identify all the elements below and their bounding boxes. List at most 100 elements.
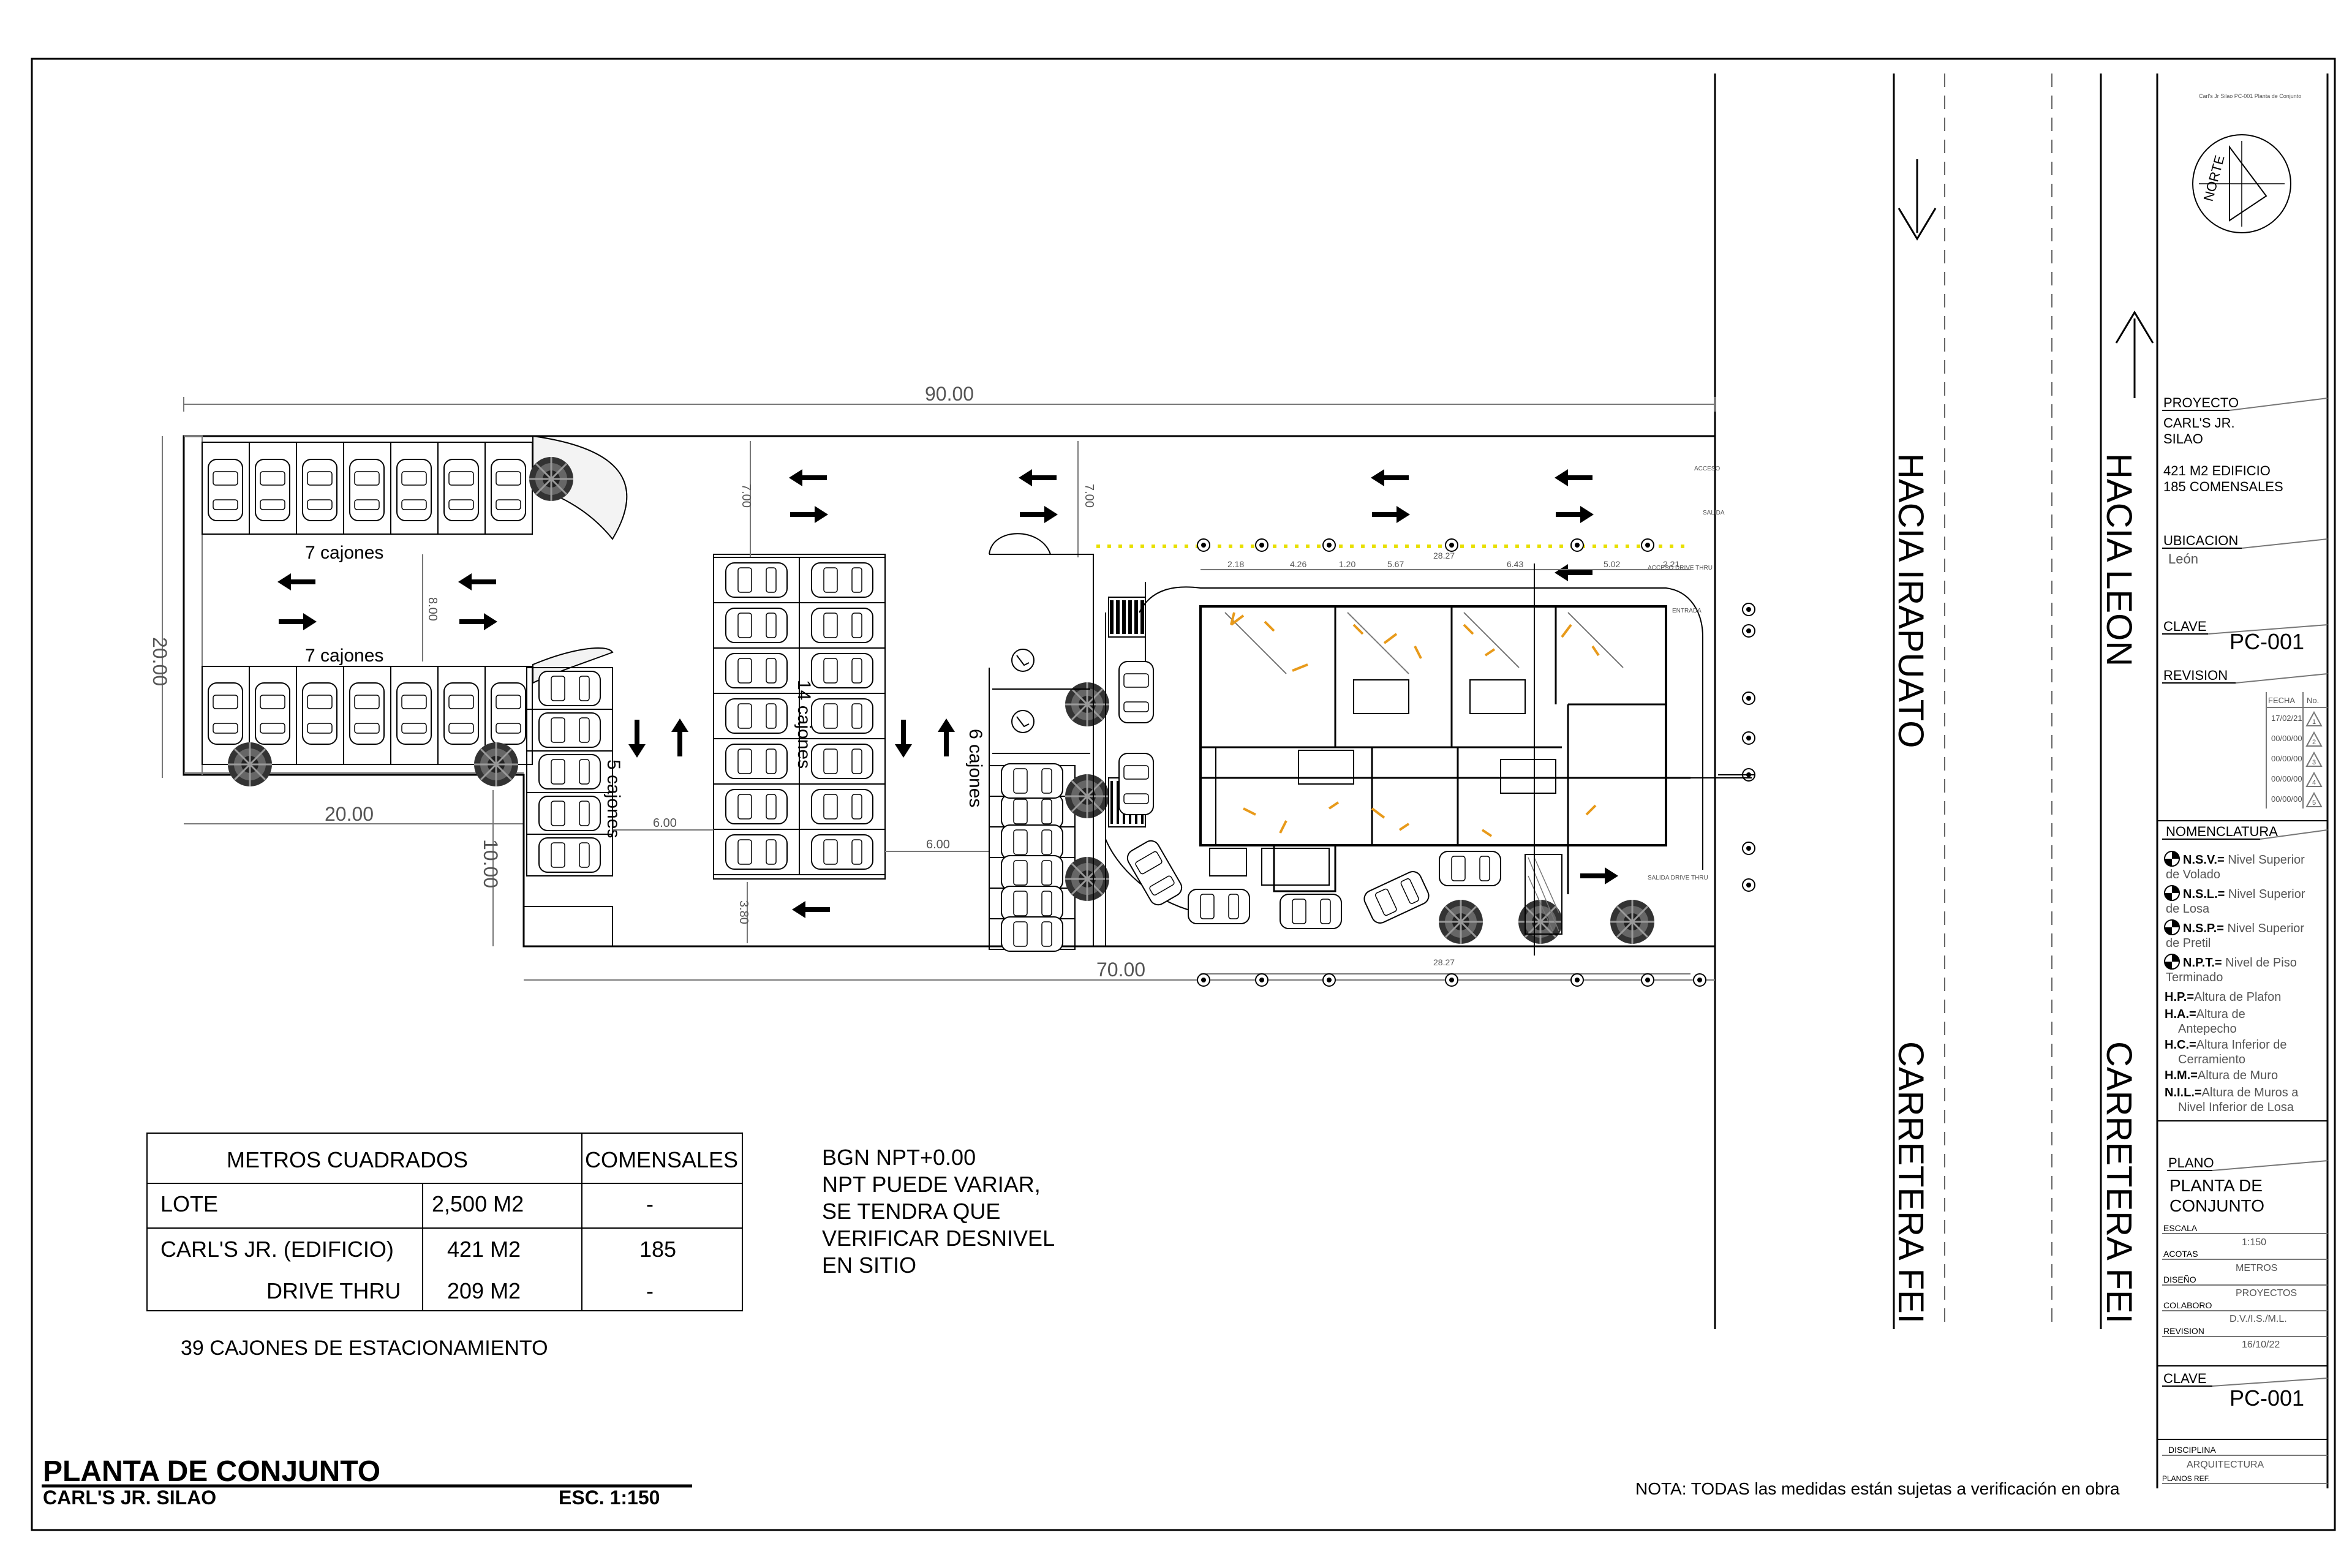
- parked-car: [491, 682, 526, 745]
- arrow-down-icon: [1898, 159, 1937, 241]
- tb-rev-1-fecha: 17/02/21: [2271, 714, 2302, 723]
- tb-clave2: PC-001: [2230, 1385, 2304, 1411]
- bldg-dim-6: 5.02: [1604, 559, 1620, 569]
- note-salida-drive: SALIDA DRIVE THRU: [1648, 875, 1708, 881]
- tb-nomenclatura-label: NOMENCLATURA: [2166, 824, 2278, 839]
- tb-acotas: METROS: [2236, 1263, 2277, 1273]
- parking-label-column-b: 14 cajones: [794, 680, 814, 769]
- total-parking: 39 CAJONES DE ESTACIONAMIENTO: [181, 1336, 548, 1360]
- bldg-dim-3: 1.20: [1339, 559, 1355, 569]
- parked-car: [1001, 916, 1063, 952]
- tb-revision2: 16/10/22: [2242, 1340, 2280, 1350]
- bldg-dim-4: 5.67: [1387, 559, 1404, 569]
- parked-car: [538, 754, 601, 790]
- parked-car: [811, 608, 873, 643]
- dim-overall-height: 20.00: [149, 637, 171, 686]
- parked-car: [1001, 824, 1063, 860]
- dim-aisle-a: 8.00: [426, 597, 439, 621]
- footer-note: NOTA: TODAS las medidas están sujetas a …: [1635, 1479, 2120, 1498]
- table-header-comensales: COMENSALES: [585, 1147, 738, 1172]
- nomenclatura-entry: N.I.L.=Altura de Muros a: [2165, 1086, 2299, 1099]
- nomenclatura-entry: N.S.V.= Nivel Superior: [2183, 853, 2305, 867]
- parked-car: [725, 608, 788, 643]
- parked-car: [811, 834, 873, 870]
- tb-revision-label: REVISION: [2163, 668, 2228, 683]
- parked-car: [811, 698, 873, 734]
- parked-car: [725, 834, 788, 870]
- note-salida: SALIDA: [1703, 510, 1725, 516]
- tb-revision2-label: REVISION: [2163, 1326, 2204, 1336]
- parked-car: [396, 459, 432, 521]
- parked-car: [255, 682, 290, 745]
- north-arrow-icon: NORTE: [2192, 134, 2291, 233]
- tb-rev-3-no: 3: [2312, 759, 2316, 766]
- table-row-edificio-area: 421 M2: [447, 1237, 521, 1262]
- parked-car: [811, 744, 873, 779]
- level-symbol-icon: [2164, 885, 2180, 901]
- drawing-scale: ESC. 1:150: [559, 1487, 660, 1509]
- parked-car: [491, 459, 526, 521]
- parked-car: [1001, 886, 1063, 921]
- nomenclatura-entry: H.P.=Altura de Plafon: [2165, 990, 2281, 1004]
- level-note-5: EN SITIO: [822, 1253, 916, 1278]
- tb-rev-4-no: 4: [2312, 779, 2316, 786]
- parked-car: [349, 459, 385, 521]
- road-label-carretera-1: CARRETERA FEI: [1891, 1041, 1931, 1324]
- parking-label-column-a: 5 cajones: [603, 760, 624, 838]
- accessible-parking-icon: [1011, 649, 1035, 733]
- road-label-irapuato: HACIA IRAPUATO: [1891, 453, 1931, 748]
- nomenclatura-entry: H.A.=Altura de: [2165, 1008, 2245, 1021]
- parking-top-row: [202, 442, 1076, 952]
- tb-ubicacion-label: UBICACION: [2163, 533, 2238, 548]
- table-row-lote-area: 2,500 M2: [432, 1191, 524, 1216]
- dim-lower-height: 10.00: [480, 839, 502, 888]
- tb-disciplina: ARQUITECTURA: [2187, 1460, 2264, 1470]
- bldg-dim-total: 28.27: [1433, 551, 1455, 560]
- tb-clave-label: CLAVE: [2163, 619, 2207, 634]
- nomenclatura-entry-cont: Cerramiento: [2178, 1053, 2245, 1066]
- parked-car: [443, 459, 479, 521]
- nomenclatura-entry-cont: Terminado: [2166, 971, 2223, 984]
- nomenclatura-entry-cont: de Pretil: [2166, 937, 2211, 950]
- parked-car: [396, 682, 432, 745]
- drawing-title: PLANTA DE CONJUNTO: [43, 1455, 380, 1488]
- sheet-frame: [31, 58, 2336, 1531]
- parked-car: [725, 562, 788, 598]
- nomenclatura-entry: H.M.=Altura de Muro: [2165, 1069, 2278, 1082]
- tb-rev-1-no: 1: [2312, 718, 2316, 726]
- nomenclatura-entry: N.P.T.= Nivel de Piso: [2183, 956, 2297, 970]
- dim-parking-depth-a: 7.00: [739, 484, 753, 508]
- dim-left-lot-width: 20.00: [325, 803, 374, 825]
- parked-car: [1001, 794, 1063, 829]
- lot-outline: [183, 435, 1716, 948]
- tb-rev-2-no: 2: [2312, 739, 2316, 746]
- tb-escala-label: ESCALA: [2163, 1223, 2198, 1233]
- parked-car: [725, 744, 788, 779]
- parking-label-top-row: 7 cajones: [305, 543, 383, 563]
- tb-revision-fecha: FECHA: [2268, 696, 2295, 705]
- road-label-carretera-2: CARRETERA FEI: [2099, 1041, 2139, 1324]
- parked-car: [538, 712, 601, 748]
- level-notes: BGN NPT+0.00 NPT PUEDE VARIAR, SE TENDRA…: [822, 1145, 1055, 1278]
- nomenclatura-entry-cont: de Losa: [2166, 902, 2210, 916]
- nomenclatura-entry: N.S.L.= Nivel Superior: [2183, 888, 2305, 901]
- parked-car: [302, 459, 337, 521]
- parked-car: [302, 682, 337, 745]
- table-row-drive-label: DRIVE THRU: [266, 1278, 401, 1303]
- bldg-dim-7: 2.21: [1663, 559, 1679, 569]
- parked-car: [725, 789, 788, 824]
- table-row-lote-label: LOTE: [160, 1191, 218, 1216]
- parking-label-column-c: 6 cajones: [965, 729, 986, 807]
- arrow-up-icon: [2115, 311, 2154, 398]
- level-symbol-icon: [2164, 919, 2180, 935]
- parked-car: [1001, 855, 1063, 891]
- nomenclatura-entry-cont: de Volado: [2166, 868, 2220, 881]
- tb-proyecto-line-3: 421 M2 EDIFICIO: [2163, 463, 2271, 478]
- tb-proyecto-label: PROYECTO: [2163, 395, 2239, 410]
- table-row-lote-comensales: -: [646, 1191, 654, 1216]
- table-row-edificio-comensales: 185: [639, 1237, 676, 1262]
- bldg-dim-5: 6.43: [1507, 559, 1523, 569]
- parked-car: [255, 459, 290, 521]
- building-grid-markers: [1197, 538, 1755, 987]
